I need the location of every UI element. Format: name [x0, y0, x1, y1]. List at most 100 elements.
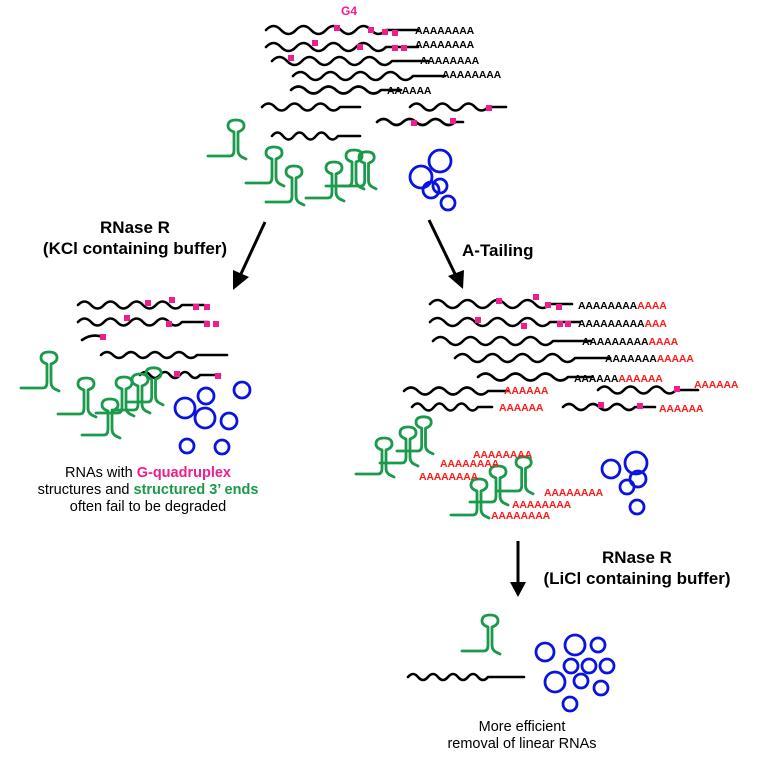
left-caption-line1: RNAs with G-quadruplex	[65, 465, 231, 481]
structured-rna-stem-loop	[304, 160, 346, 203]
circular-rna	[598, 657, 616, 675]
polya-tail: AAAAAAAA	[473, 449, 533, 461]
g-quadruplex-marker	[145, 300, 151, 306]
added-polya: AAAAAA	[659, 403, 704, 415]
g-quadruplex-marker	[401, 45, 407, 51]
g-quadruplex-marker	[357, 44, 363, 50]
g-quadruplex-marker	[100, 334, 106, 340]
circular-rna	[534, 641, 556, 663]
circular-rna	[562, 657, 580, 675]
polya-tail: AAAAAAAA	[512, 499, 572, 511]
left-arrow	[233, 221, 267, 290]
g-quadruplex-marker	[557, 321, 563, 327]
linear-rna-strand	[291, 70, 447, 82]
circular-rna	[196, 386, 216, 406]
polya-tail: AAAAAAAA	[419, 471, 479, 483]
circular-rna	[408, 164, 434, 190]
bottom-arrow-head	[510, 582, 526, 597]
left-arrow-head	[233, 270, 249, 290]
circular-rna	[431, 177, 449, 195]
linear-rna-strand	[453, 352, 612, 364]
g-quadruplex-highlight: G-quadruplex	[137, 465, 231, 481]
polya-tail: AAAAAAAAAAAA	[578, 318, 667, 330]
left-caption-line2: structures and structured 3’ ends	[38, 482, 259, 498]
added-polya: AAAAAAAA	[544, 487, 604, 499]
added-polya: AAAAA	[657, 353, 695, 365]
g-quadruplex-marker	[204, 304, 210, 310]
polya-tail: AAAAAAAA	[544, 487, 604, 499]
g-quadruplex-marker	[204, 321, 210, 327]
polya-tail: AAAAAA	[504, 385, 549, 397]
polya-tail: AAAAAAAA	[491, 510, 551, 522]
original-polya: AAAAAAAAA	[582, 336, 649, 348]
circular-rna	[589, 636, 607, 654]
original-polya: AAAAAAAA	[578, 300, 638, 312]
original-polya: AAAAAA	[387, 85, 432, 97]
circular-rna	[628, 469, 648, 489]
g-quadruplex-marker	[496, 298, 502, 304]
polya-tail: AAAAAA	[387, 85, 432, 97]
left-arrow-shaft	[238, 221, 267, 277]
linear-rna-strand	[428, 298, 574, 310]
linear-rna-strand	[428, 316, 582, 328]
bottom-step-title: RNase R	[602, 548, 672, 567]
structured-ends-highlight: structured 3’ ends	[134, 482, 259, 498]
g-quadruplex-marker	[169, 297, 175, 303]
linear-rna-strand	[431, 335, 593, 347]
left-step-condition: (KCl containing buffer)	[43, 239, 227, 258]
linear-rna-strand	[270, 55, 430, 67]
polya-tail: AAAAAAAA	[440, 458, 500, 470]
original-polya: AAAAAAAA	[415, 39, 475, 51]
bottom-caption-line1: More efficient	[479, 719, 566, 735]
structured-rna-stem-loop	[495, 455, 535, 496]
original-polya: AAAAAAA	[605, 353, 657, 365]
g-quadruplex-marker	[124, 315, 130, 321]
linear-rna-strand	[476, 372, 594, 382]
linear-rna-strand	[260, 102, 362, 112]
g-quadruplex-marker	[382, 29, 388, 35]
polya-tail: AAAAAA	[659, 403, 704, 415]
right-arrow-head	[448, 270, 464, 289]
polya-tail: AAAAAA	[694, 379, 739, 391]
g-quadruplex-marker	[475, 317, 481, 323]
structured-rna-stem-loop	[460, 613, 502, 656]
polya-tail: AAAAAAAAAAAA	[578, 300, 667, 312]
circular-rna	[592, 679, 610, 697]
structured-rna-stem-loop	[338, 150, 378, 191]
circular-rna	[178, 437, 196, 455]
linear-rna-strand	[402, 386, 510, 396]
polya-tail: AAAAAAAA	[415, 39, 475, 51]
g-quadruplex-marker	[166, 321, 172, 327]
left-step-title: RNase R	[100, 218, 170, 237]
g-quadruplex-marker	[334, 25, 340, 31]
circular-rna	[219, 411, 239, 431]
polya-tail: AAAAAAAAAAAA	[605, 353, 694, 365]
g-quadruplex-marker	[637, 403, 643, 409]
structured-rna-stem-loop	[449, 477, 491, 520]
structured-rna-stem-loop	[324, 148, 366, 191]
g-quadruplex-marker	[213, 321, 219, 327]
structured-rna-stem-loop	[354, 436, 396, 479]
left-caption-line3: often fail to be degraded	[70, 499, 226, 515]
circular-rna	[563, 633, 587, 657]
linear-rna-strand	[410, 402, 494, 412]
right-arrow-shaft	[427, 219, 458, 277]
circular-rna	[173, 396, 197, 420]
added-polya: AAAAAAAA	[419, 471, 479, 483]
linear-rna-strand	[408, 102, 508, 112]
structured-rna-stem-loop	[125, 366, 165, 407]
polya-tail: AAAAAA	[499, 402, 544, 414]
structured-rna-layer	[19, 118, 535, 656]
circular-rna	[618, 478, 636, 496]
left-caption-line1-prefix: RNAs with	[65, 465, 137, 481]
polya-tail: AAAAAAAA	[420, 55, 480, 67]
added-polya: AAAAAA	[694, 379, 739, 391]
left-caption-line2-prefix: structures and	[38, 482, 134, 498]
circular-rna	[628, 498, 646, 516]
bottom-step-condition: (LiCl containing buffer)	[544, 569, 731, 588]
linear-rna-strand	[270, 131, 362, 141]
circular-rna-layer	[173, 148, 649, 713]
g-quadruplex-marker	[450, 118, 456, 124]
structured-rna-stem-loop	[80, 397, 122, 440]
